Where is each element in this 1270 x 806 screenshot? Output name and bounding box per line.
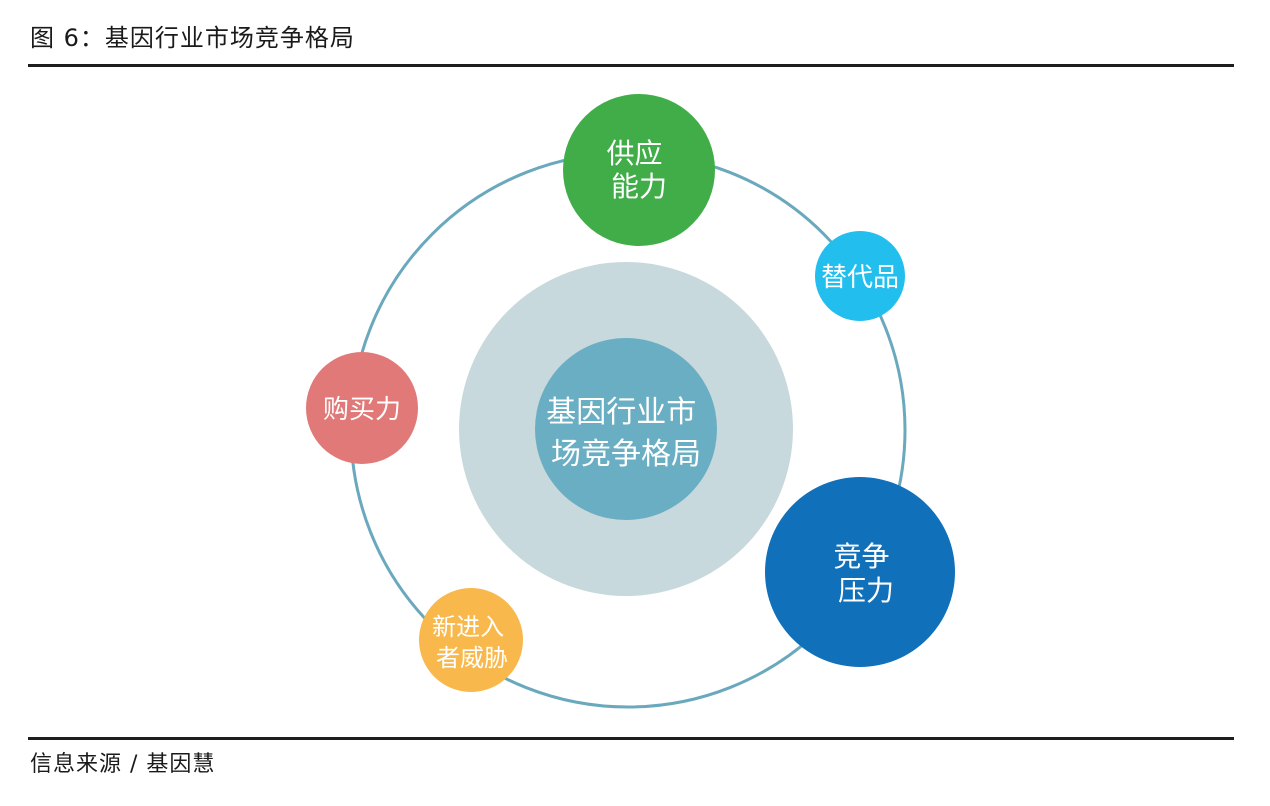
figure-caption: 图 6：基因行业市场竞争格局	[30, 24, 355, 52]
svg-text:竞争 压力: 竞争 压力	[834, 540, 899, 607]
svg-text:供应 能力: 供应 能力	[607, 137, 672, 203]
node-competitive-pressure: 竞争 压力	[765, 477, 955, 667]
node-label: 替代品	[821, 263, 899, 293]
node-label: 竞争	[834, 540, 890, 573]
bottom-divider	[28, 737, 1234, 740]
center-core	[535, 338, 717, 520]
svg-text:替代品: 替代品	[821, 263, 899, 293]
node-purchasing-power: 购买力	[306, 352, 418, 464]
node-label: 压力	[838, 574, 894, 607]
center-label: 基因行业市 场竞争格局	[546, 395, 706, 472]
source-note: 信息来源 / 基因慧	[30, 752, 216, 777]
node-label: 购买力	[323, 395, 401, 425]
center-label-line-1: 基因行业市	[546, 395, 696, 430]
node-label: 能力	[611, 170, 667, 203]
node-label: 供应	[607, 137, 663, 170]
svg-text:新进入 者威胁: 新进入 者威胁	[432, 613, 512, 672]
svg-text:购买力: 购买力	[323, 395, 401, 425]
center-label-line-2: 场竞争格局	[551, 437, 701, 472]
top-divider	[28, 64, 1234, 67]
node-supply-capacity: 供应 能力	[563, 94, 715, 246]
node-new-entrants-threat: 新进入 者威胁	[419, 588, 523, 692]
node-substitutes: 替代品	[815, 231, 905, 321]
node-label: 新进入	[432, 613, 504, 641]
node-label: 者威胁	[436, 644, 508, 672]
